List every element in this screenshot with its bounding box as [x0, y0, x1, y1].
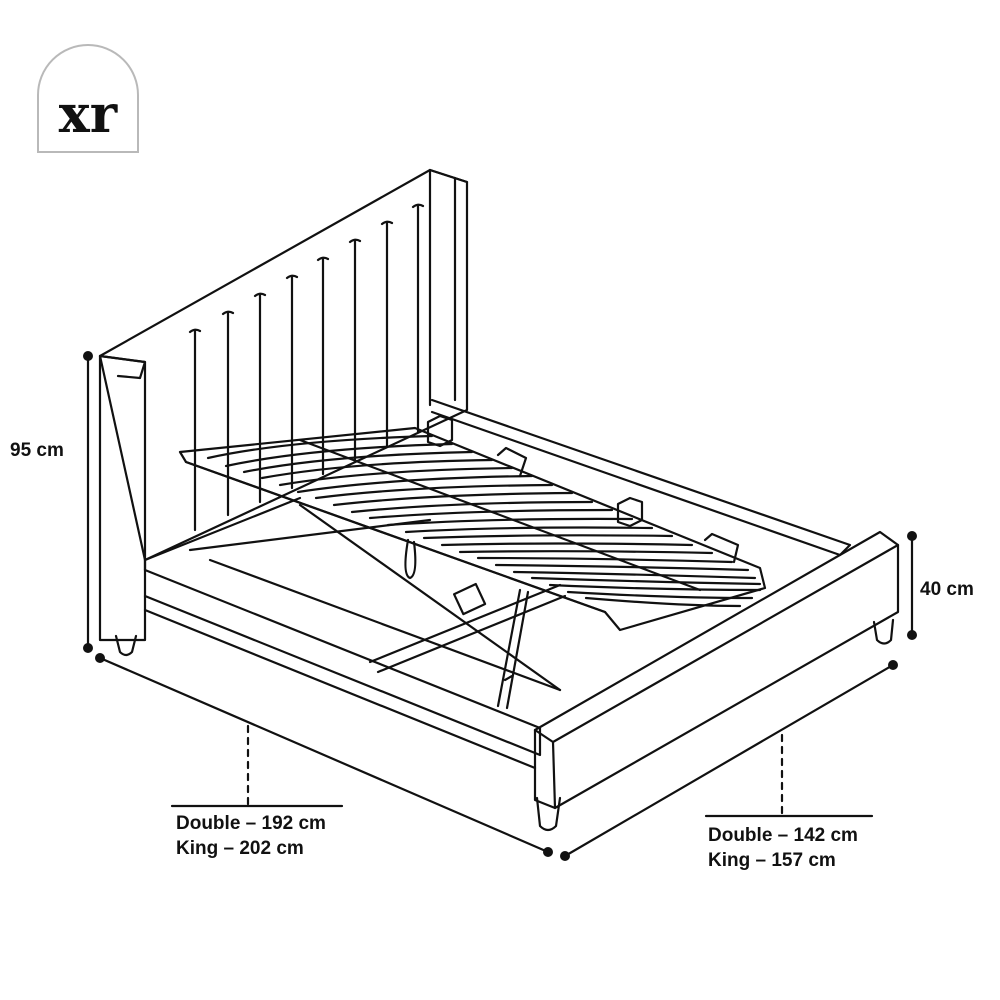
lift-strap: [404, 538, 417, 580]
frame-inner-back: [143, 496, 302, 572]
logo-arch: [37, 44, 139, 153]
width-end-dot: [888, 660, 898, 670]
leg-front-right: [872, 618, 895, 645]
height-frame-label: 40 cm: [920, 579, 974, 600]
length-start-dot: [95, 653, 105, 663]
height-frame-bottom-dot: [907, 630, 917, 640]
brand-logo: xr: [37, 44, 139, 153]
length-king-label: King – 202 cm: [176, 838, 304, 859]
headboard-right-wing: [428, 168, 469, 407]
frame-footboard: [533, 530, 900, 810]
width-king-label: King – 157 cm: [708, 850, 836, 871]
width-double-label: Double – 142 cm: [708, 825, 858, 846]
slats: [206, 434, 762, 608]
height-total-bottom-dot: [83, 643, 93, 653]
slatted-base: [178, 426, 767, 632]
length-end-dot: [543, 847, 553, 857]
headboard-channel-caps: [188, 203, 425, 334]
length-line: [98, 656, 550, 854]
leg-back-left: [114, 634, 138, 657]
height-total-label: 95 cm: [10, 440, 64, 461]
bed-legs: [114, 618, 895, 832]
frame-left-rail-outer: [143, 608, 537, 770]
headboard-channels: [193, 203, 420, 532]
frame-footboard-top: [533, 543, 900, 810]
cross-bar: [368, 583, 567, 674]
dimension-lines: [86, 354, 914, 858]
gas-strut: [496, 588, 530, 710]
headboard-left-wing-top: [98, 354, 147, 380]
hinge-bracket-back: [426, 414, 454, 448]
headboard-panel: [98, 168, 469, 562]
frame-left-rail: [143, 568, 542, 757]
width-line: [563, 663, 895, 858]
slat-clip-left: [496, 446, 528, 478]
height-total-top-dot: [83, 351, 93, 361]
slat-clip-right: [703, 532, 740, 564]
leg-front-left: [535, 796, 562, 832]
height-frame-top-dot: [907, 531, 917, 541]
storage-floor: [298, 503, 562, 692]
strut-mount: [452, 582, 487, 616]
storage-base-edge: [188, 518, 562, 692]
headboard-left-wing-front: [98, 354, 147, 642]
dimension-endpoints: [83, 351, 917, 861]
slat-frame-side-rail: [184, 460, 607, 614]
lift-mechanism: [368, 414, 644, 710]
logo-lettering: xr: [59, 84, 118, 145]
headboard: [98, 168, 469, 642]
length-double-label: Double – 192 cm: [176, 813, 326, 834]
width-start-dot: [560, 851, 570, 861]
frame-right-rail: [430, 398, 852, 557]
bed-frame: [143, 398, 900, 810]
